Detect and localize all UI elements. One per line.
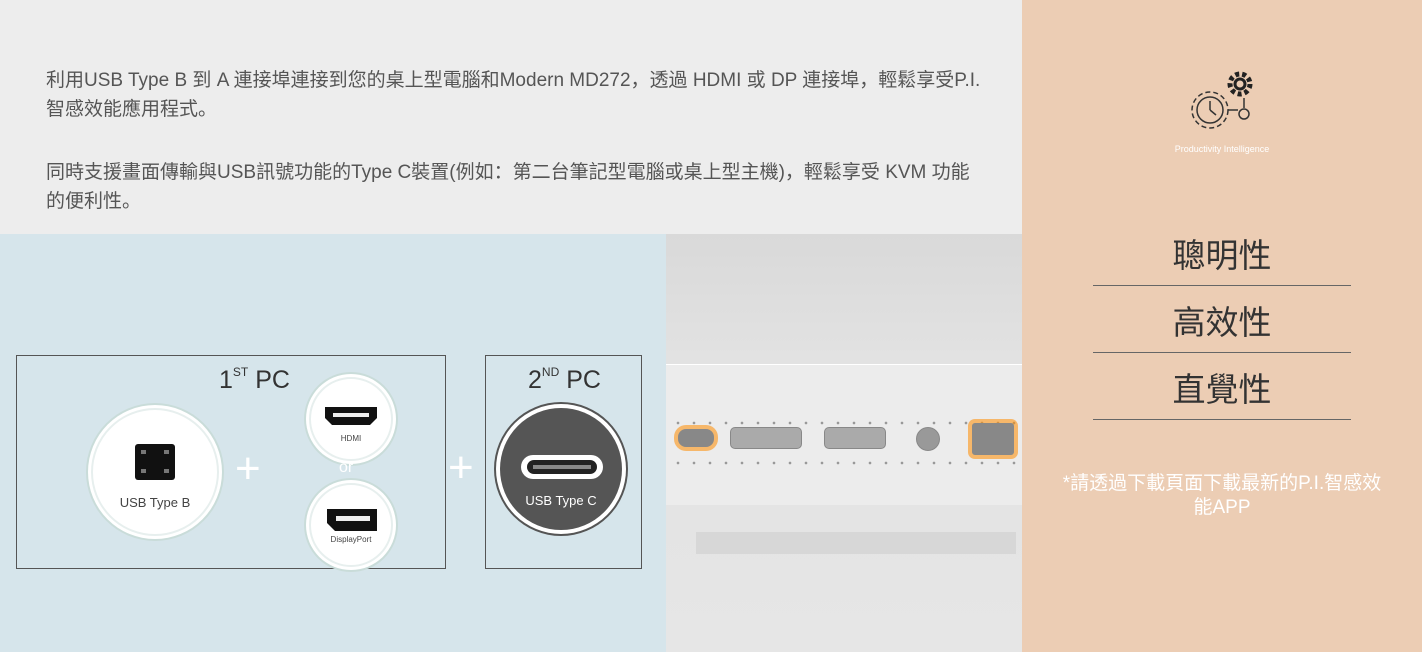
audio-jack-icon (916, 427, 940, 451)
usb-type-b-circle: USB Type B (91, 408, 219, 536)
pi-sidebar: Productivity Intelligence 聰明性 高效性 直覺性 *請… (1022, 0, 1422, 652)
usb-type-c-icon (521, 455, 603, 479)
pi-caption: Productivity Intelligence (1174, 144, 1270, 154)
first-pc-label: PC (255, 366, 290, 394)
first-pc-suffix: ST (232, 364, 249, 379)
feature-intuitive: 直覺性 (1093, 363, 1351, 420)
port-panel (666, 364, 1022, 505)
hdmi-port-icon (824, 427, 886, 449)
usb-type-b-icon (135, 444, 175, 480)
intro-paragraph-2: 同時支援畫面傳輸與USB訊號功能的Type C裝置(例如：第二台筆記型電腦或桌上… (46, 162, 970, 212)
or-label: or (339, 459, 354, 476)
displayport-label: DisplayPort (330, 535, 372, 544)
hdmi-label: HDMI (340, 434, 362, 443)
displayport-icon (327, 509, 377, 531)
hdmi-circle: HDMI (309, 377, 393, 461)
second-pc-number: 2 (528, 366, 542, 394)
first-pc-number: 1 (219, 366, 233, 394)
second-pc-title: 2ND PC (528, 364, 601, 395)
feature-efficient: 高效性 (1093, 296, 1351, 353)
vent-dots-top (670, 421, 1018, 425)
usb-type-b-label: USB Type B (119, 495, 191, 510)
displayport-port-icon (730, 427, 802, 449)
usb-type-c-circle: USB Type C (500, 408, 622, 530)
intro-paragraph-1: 利用USB Type B 到 A 連接埠連接到您的桌上型電腦和Modern MD… (46, 70, 981, 120)
vent-dots-bottom (670, 461, 1018, 465)
gears-icon (1191, 71, 1253, 129)
displayport-circle: DisplayPort (309, 483, 393, 567)
second-pc-box: 2ND PC USB Type C (485, 355, 642, 569)
usb-b-port-icon (972, 423, 1014, 455)
plus-sign: + (235, 444, 261, 493)
second-pc-suffix: ND (541, 364, 560, 379)
first-pc-title: 1ST PC (219, 364, 290, 395)
download-note: *請透過下載頁面下載最新的P.I.智感效能APP (1062, 473, 1382, 518)
first-pc-box: 1ST PC USB Type B + HDMI or (16, 355, 446, 569)
feature-smart: 聰明性 (1093, 229, 1351, 286)
hdmi-port-icon (325, 407, 377, 425)
second-pc-label: PC (566, 366, 601, 394)
usb-c-port-icon (678, 429, 714, 447)
plus-sign-2: + (448, 443, 474, 492)
connection-diagram: 1ST PC USB Type B + HDMI or (0, 234, 666, 652)
intro-section: 利用USB Type B 到 A 連接埠連接到您的桌上型電腦和Modern MD… (0, 0, 1022, 234)
usb-type-c-label: USB Type C (525, 493, 597, 508)
monitor-ports-photo (666, 234, 1022, 652)
monitor-base (696, 532, 1016, 554)
